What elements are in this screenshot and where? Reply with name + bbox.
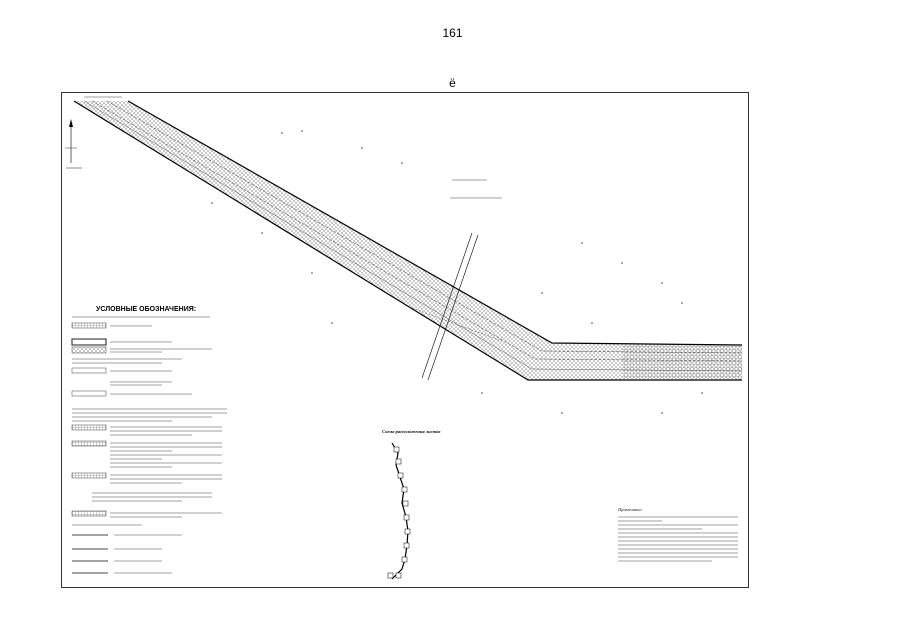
north-arrow-icon [65, 119, 77, 163]
survey-marks [211, 130, 703, 414]
crossing-road [411, 232, 503, 381]
scheme-title: Схема расположения листов [382, 429, 440, 434]
sheet-scheme: Схема расположения листов [382, 429, 440, 580]
legend: УСЛОВНЫЕ ОБОЗНАЧЕНИЯ: [71, 306, 227, 574]
drawing-sheet: УСЛОВНЫЕ ОБОЗНАЧЕНИЯ: [61, 92, 749, 588]
page-number: 161 [442, 26, 463, 40]
corridor-band [73, 100, 743, 381]
legend-title: УСЛОВНЫЕ ОБОЗНАЧЕНИЯ: [96, 306, 196, 313]
notes-title: Примечание: [617, 507, 643, 512]
notes: Примечание: [617, 507, 738, 562]
page-letter: ё [449, 76, 456, 90]
drawing-canvas: УСЛОВНЫЕ ОБОЗНАЧЕНИЯ: [65, 96, 743, 580]
map-caption-marks [66, 96, 502, 199]
